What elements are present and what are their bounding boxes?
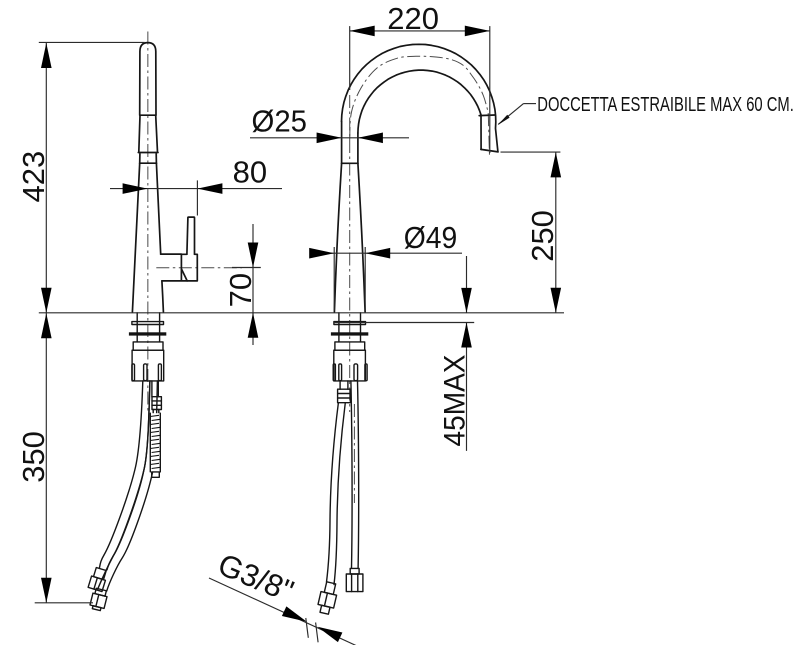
svg-text:220: 220 bbox=[387, 1, 439, 36]
svg-text:45MAX: 45MAX bbox=[438, 354, 471, 446]
svg-text:Ø25: Ø25 bbox=[252, 104, 308, 139]
svg-text:DOCCETTA ESTRAIBILE MAX 60 CM.: DOCCETTA ESTRAIBILE MAX 60 CM. bbox=[537, 94, 794, 116]
svg-text:250: 250 bbox=[525, 210, 560, 262]
svg-text:80: 80 bbox=[233, 155, 267, 190]
svg-text:70: 70 bbox=[223, 273, 258, 307]
svg-text:423: 423 bbox=[16, 151, 51, 203]
svg-text:Ø49: Ø49 bbox=[404, 220, 458, 255]
svg-text:350: 350 bbox=[16, 431, 51, 483]
